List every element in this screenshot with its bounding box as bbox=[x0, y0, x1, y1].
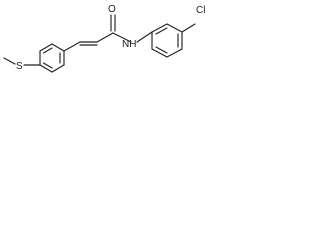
right-benzene-ring bbox=[136, 23, 183, 58]
carbonyl-to-nitrogen-bond bbox=[112, 32, 132, 43]
left-ring-bond-1 bbox=[39, 43, 53, 52]
chemical-structure-diagram: S O NH bbox=[3, 4, 205, 73]
right-ring-bond-1 bbox=[151, 23, 168, 33]
chlorine-to-ring-bond bbox=[181, 23, 196, 33]
left-ring-bond-4 bbox=[51, 64, 65, 73]
right-ring-bond-2 bbox=[166, 23, 183, 33]
methylthio-group: S bbox=[3, 57, 41, 72]
left-benzene-ring bbox=[39, 43, 65, 73]
acrylamide-linker: O NH bbox=[63, 4, 136, 52]
left-ring-inner-bond-1 bbox=[42, 47, 53, 54]
chemical-structure-canvas: S O NH bbox=[0, 0, 214, 84]
left-ring-inner-bond-3 bbox=[42, 62, 53, 69]
left-ring-bond-2 bbox=[51, 43, 65, 52]
vinyl-to-carbonyl-bond bbox=[96, 32, 114, 43]
right-ring-inner-bond-3 bbox=[155, 46, 168, 54]
sulfur-atom-label: S bbox=[16, 61, 23, 72]
right-ring-inner-bond-1 bbox=[155, 27, 168, 35]
oxygen-atom-label: O bbox=[108, 4, 116, 15]
chlorine-substituent: Cl bbox=[181, 5, 205, 33]
chlorine-atom-label: Cl bbox=[196, 5, 205, 16]
amide-nitrogen-label: NH bbox=[122, 39, 136, 50]
left-ring-bond-5 bbox=[39, 64, 53, 73]
right-ring-bond-5 bbox=[151, 48, 168, 58]
ring-to-vinyl-bond bbox=[63, 41, 81, 52]
right-ring-bond-4 bbox=[166, 48, 183, 58]
sulfur-to-methyl-bond bbox=[3, 57, 16, 65]
nitrogen-to-right-ring-bond bbox=[136, 31, 153, 43]
